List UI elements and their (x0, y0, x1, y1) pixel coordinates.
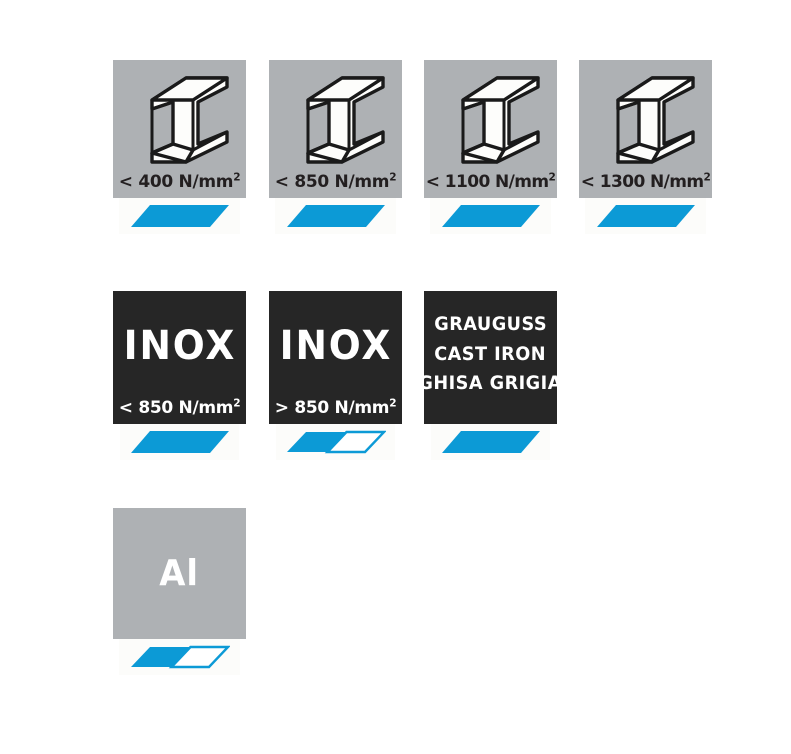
color-swatch-bar (431, 424, 550, 460)
i-beam-icon (579, 60, 712, 174)
strength-label: < 1100 N/mm2 (425, 171, 556, 192)
color-swatch-bar (275, 198, 396, 234)
strength-label: > 850 N/mm2 (274, 397, 397, 418)
tile-body: INOX > 850 N/mm2 (269, 291, 402, 424)
tile-inox-below-850[interactable]: INOX < 850 N/mm2 (113, 291, 246, 467)
swatch-parallelogram-half (130, 645, 230, 669)
tile-aluminium[interactable]: Al (113, 508, 246, 681)
material-wordmark: INOX (123, 322, 236, 369)
i-beam-icon (269, 60, 402, 174)
swatch-parallelogram-full (130, 205, 229, 227)
strength-label: < 1300 N/mm2 (580, 171, 711, 192)
swatch-parallelogram-full (596, 205, 695, 227)
strength-label: < 400 N/mm2 (118, 171, 241, 192)
strength-label: < 850 N/mm2 (118, 397, 241, 418)
swatch-parallelogram-full (286, 205, 385, 227)
tile-body: < 1100 N/mm2 (424, 60, 557, 198)
tile-body: INOX < 850 N/mm2 (113, 291, 246, 424)
i-beam-icon (424, 60, 557, 174)
color-swatch-bar (119, 639, 240, 675)
tile-body: < 400 N/mm2 (113, 60, 246, 198)
material-name-en: CAST IRON (434, 342, 547, 365)
wordmark-area: INOX (269, 291, 402, 400)
tile-steel-850[interactable]: < 850 N/mm2 (269, 60, 402, 240)
material-wordmark: INOX (279, 322, 392, 369)
tile-body: < 1300 N/mm2 (579, 60, 712, 198)
tile-body: Al (113, 508, 246, 639)
swatch-parallelogram-full (441, 431, 540, 453)
tile-cast-iron[interactable]: GRAUGUSS CAST IRON GHISA GRIGIA (419, 291, 562, 467)
color-swatch-bar (430, 198, 551, 234)
swatch-parallelogram-half (286, 430, 386, 454)
tile-steel-1100[interactable]: < 1100 N/mm2 (424, 60, 557, 240)
color-swatch-bar (276, 424, 395, 460)
tile-steel-1300[interactable]: < 1300 N/mm2 (579, 60, 712, 240)
color-swatch-bar (585, 198, 706, 234)
material-name-list: GRAUGUSS CAST IRON GHISA GRIGIA (419, 291, 562, 424)
material-name-de: GRAUGUSS (434, 313, 547, 336)
color-swatch-bar (119, 198, 240, 234)
strength-label: < 850 N/mm2 (274, 171, 397, 192)
color-swatch-bar (120, 424, 239, 460)
tile-body: GRAUGUSS CAST IRON GHISA GRIGIA (419, 291, 562, 424)
material-wordmark: Al (159, 552, 200, 594)
material-name-it: GHISA GRIGIA (418, 372, 563, 395)
swatch-parallelogram-full (441, 205, 540, 227)
tile-steel-400[interactable]: < 400 N/mm2 (113, 60, 246, 240)
wordmark-area: INOX (113, 291, 246, 400)
tile-body: < 850 N/mm2 (269, 60, 402, 198)
wordmark-area: Al (113, 508, 246, 639)
tile-inox-above-850[interactable]: INOX > 850 N/mm2 (269, 291, 402, 467)
i-beam-icon (113, 60, 246, 174)
swatch-parallelogram-full (130, 431, 229, 453)
